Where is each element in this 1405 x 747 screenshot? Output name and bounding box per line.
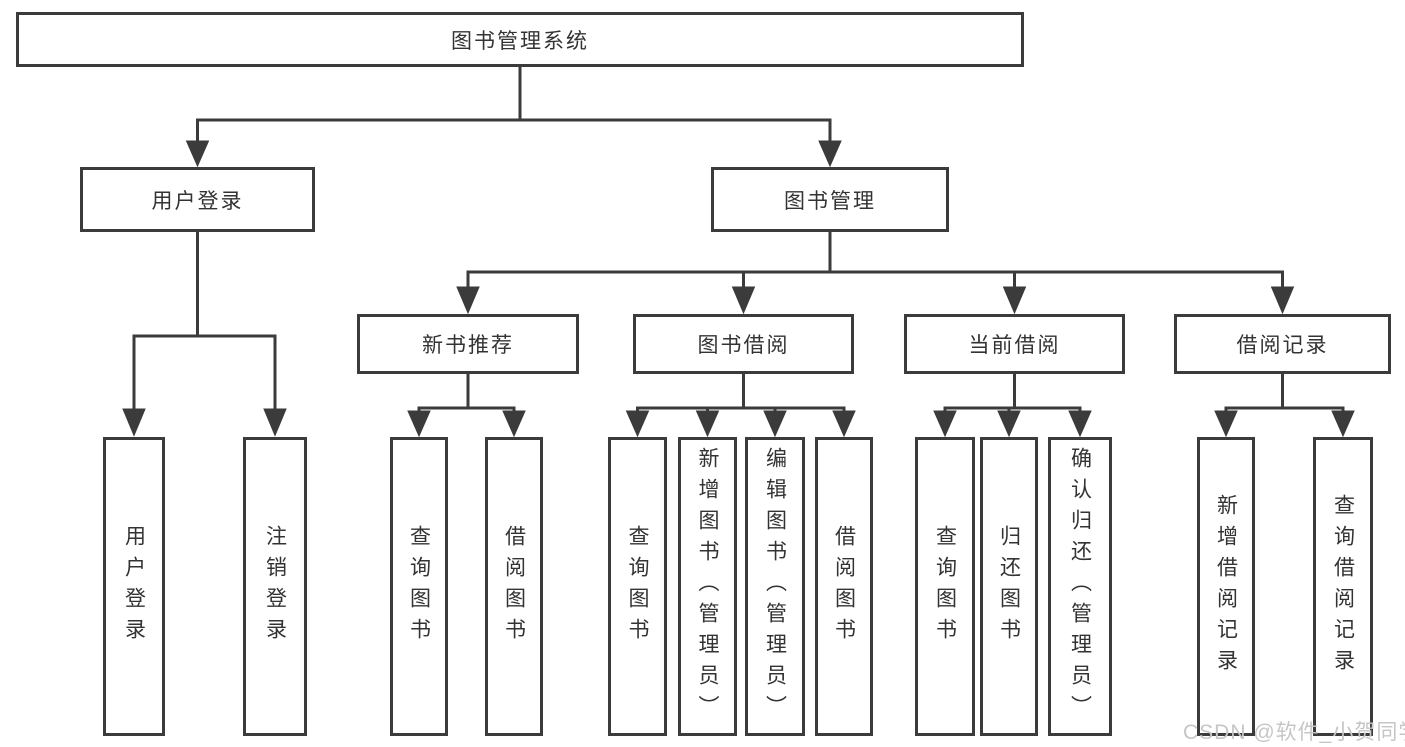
csdn-watermark: CSDN @软件_小贺同学	[1183, 721, 1405, 744]
connector-user-login-children	[122, 232, 287, 437]
leaf-recommend-query-books: 查询图书	[390, 437, 448, 736]
leaf-recommend-borrow-books: 借阅图书	[485, 437, 543, 736]
leaf-user-login: 用户登录	[103, 437, 165, 736]
leaf-borrow-books-label: 借阅图书	[832, 524, 856, 649]
leaf-edit-books-admin-label: 编辑图书（管理员）	[763, 447, 787, 726]
connector-new-book-recommend-children	[407, 374, 526, 438]
node-root-label: 图书管理系统	[451, 29, 589, 53]
leaf-logout-label: 注销登录	[263, 524, 287, 649]
node-user-login-label: 用户登录	[151, 189, 244, 213]
leaf-add-books-admin-label: 新增图书（管理员）	[696, 447, 719, 726]
node-borrow-record-label: 借阅记录	[1236, 334, 1329, 357]
connector-book-borrow-children	[625, 374, 856, 438]
leaf-add-borrow-record-label: 新增借阅记录	[1214, 493, 1238, 680]
leaf-return-books: 归还图书	[980, 437, 1038, 736]
leaf-borrow-books: 借阅图书	[815, 437, 873, 736]
leaf-query-borrow-record: 查询借阅记录	[1313, 437, 1373, 736]
node-book-management: 图书管理	[711, 167, 949, 232]
leaf-recommend-borrow-books-label: 借阅图书	[502, 524, 526, 649]
node-book-borrow-label: 图书借阅	[697, 334, 790, 357]
leaf-current-query-books-label: 查询图书	[933, 524, 957, 649]
node-book-management-label: 图书管理	[784, 189, 876, 213]
leaf-borrow-query-books: 查询图书	[608, 437, 667, 736]
connector-root-to-level2	[185, 65, 842, 168]
leaf-edit-books-admin: 编辑图书（管理员）	[745, 437, 805, 736]
leaf-confirm-return-admin-label: 确认归还（管理员）	[1068, 447, 1092, 726]
leaf-add-borrow-record: 新增借阅记录	[1197, 437, 1255, 736]
leaf-logout: 注销登录	[243, 437, 307, 736]
connector-borrow-record-children	[1214, 374, 1355, 438]
connector-book-management-to-level3	[456, 232, 1295, 315]
leaf-add-books-admin: 新增图书（管理员）	[678, 437, 737, 736]
node-user-login: 用户登录	[80, 167, 315, 232]
node-book-borrow: 图书借阅	[633, 314, 854, 374]
node-new-book-recommend: 新书推荐	[357, 314, 579, 374]
node-new-book-recommend-label: 新书推荐	[422, 334, 514, 357]
node-current-borrow: 当前借阅	[904, 314, 1125, 374]
leaf-current-query-books: 查询图书	[915, 437, 975, 736]
leaf-query-borrow-record-label: 查询借阅记录	[1331, 493, 1355, 680]
node-borrow-record: 借阅记录	[1174, 314, 1391, 374]
leaf-return-books-label: 归还图书	[997, 524, 1021, 649]
node-root-library-management-system: 图书管理系统	[16, 12, 1024, 67]
connector-current-borrow-children	[933, 374, 1092, 438]
leaf-confirm-return-admin: 确认归还（管理员）	[1048, 437, 1112, 736]
leaf-user-login-label: 用户登录	[122, 524, 146, 649]
leaf-recommend-query-books-label: 查询图书	[407, 524, 431, 649]
leaf-borrow-query-books-label: 查询图书	[626, 524, 649, 649]
node-current-borrow-label: 当前借阅	[968, 334, 1061, 357]
